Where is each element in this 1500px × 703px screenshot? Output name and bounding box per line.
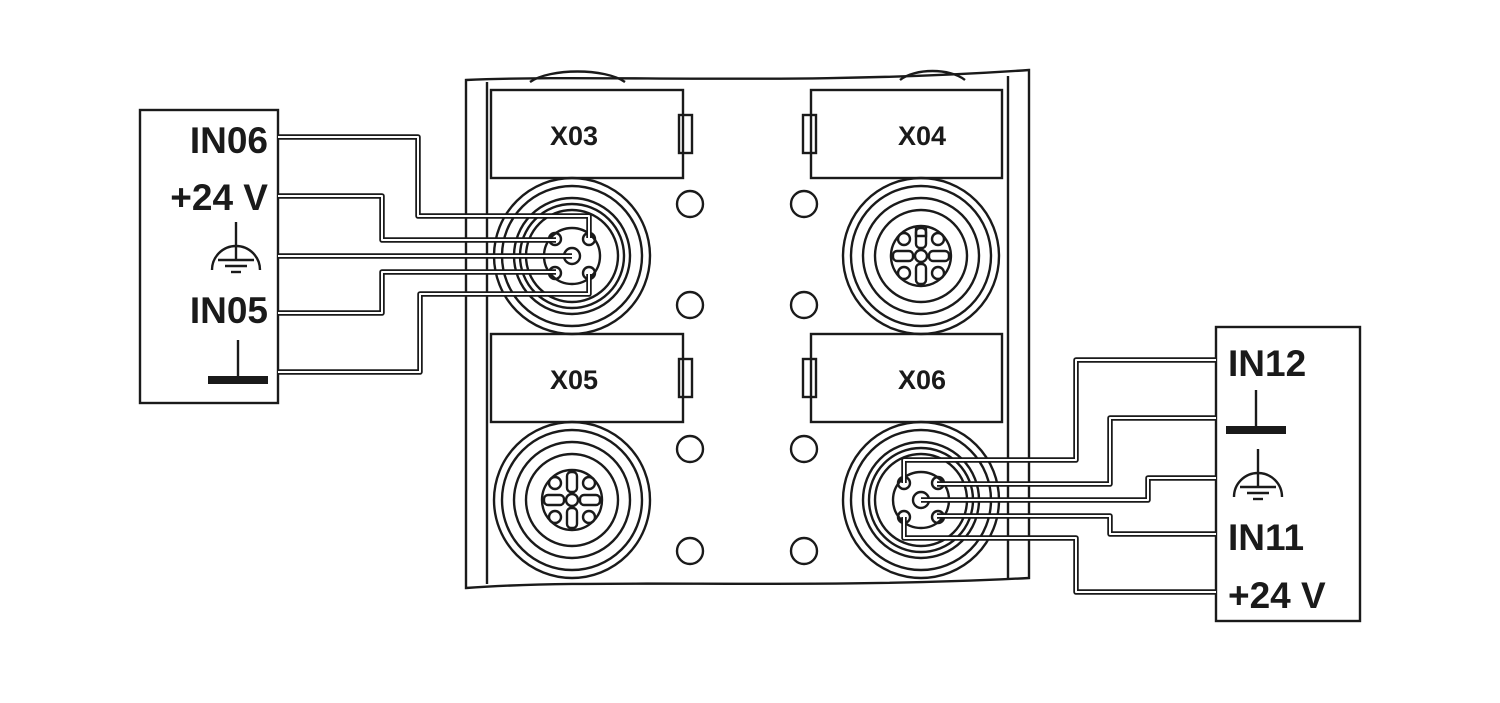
m12-connector-icon	[492, 420, 652, 580]
wiring-x03	[278, 134, 592, 375]
right-sensor-box: IN12 IN11 +24 V	[1214, 325, 1362, 623]
port-label-x04: X04	[801, 88, 1004, 180]
led-indicator	[675, 536, 705, 566]
wire-in06	[278, 134, 592, 238]
port-label-x06: X06	[801, 332, 1004, 424]
wire-ground-left	[278, 274, 592, 375]
wire-ground-right	[937, 415, 1216, 487]
port-label-x05: X05	[489, 332, 694, 424]
label-in12: IN12	[1228, 343, 1306, 384]
wire-plus24v-left	[278, 193, 556, 243]
label-plus24v-left: +24 V	[170, 177, 268, 218]
port-label-x03: X03	[489, 88, 694, 180]
led-indicator	[675, 434, 705, 464]
wiring-x06	[901, 357, 1216, 595]
ground-icon	[208, 340, 268, 384]
left-sensor-box: IN06 +24 V IN05	[138, 108, 280, 405]
io-module-housing	[464, 68, 1031, 590]
label-in06: IN06	[190, 120, 268, 161]
wire-plus24v-right	[901, 517, 1216, 595]
led-indicators	[675, 189, 819, 566]
functional-earth-icon	[1232, 449, 1284, 501]
label-plus24v-right: +24 V	[1228, 575, 1326, 616]
led-indicator	[675, 189, 705, 219]
m12-connector-icon	[841, 176, 1001, 336]
label-in05: IN05	[190, 290, 268, 331]
wire-functional-earth-right	[921, 475, 1216, 503]
ground-icon	[1226, 390, 1286, 434]
led-indicator	[789, 189, 819, 219]
functional-earth-icon	[210, 222, 262, 274]
wire-in12	[901, 357, 1216, 483]
port-label-x05-text: X05	[550, 365, 598, 395]
wire-in11	[937, 513, 1216, 537]
led-indicator	[789, 434, 819, 464]
wire-in05	[278, 269, 556, 316]
port-label-x03-text: X03	[550, 121, 598, 151]
led-indicator	[789, 536, 819, 566]
led-indicator	[789, 290, 819, 320]
m12-connector-icon	[492, 176, 652, 336]
led-indicator	[675, 290, 705, 320]
port-label-x04-text: X04	[898, 121, 946, 151]
port-label-x06-text: X06	[898, 365, 946, 395]
label-in11: IN11	[1228, 517, 1304, 558]
